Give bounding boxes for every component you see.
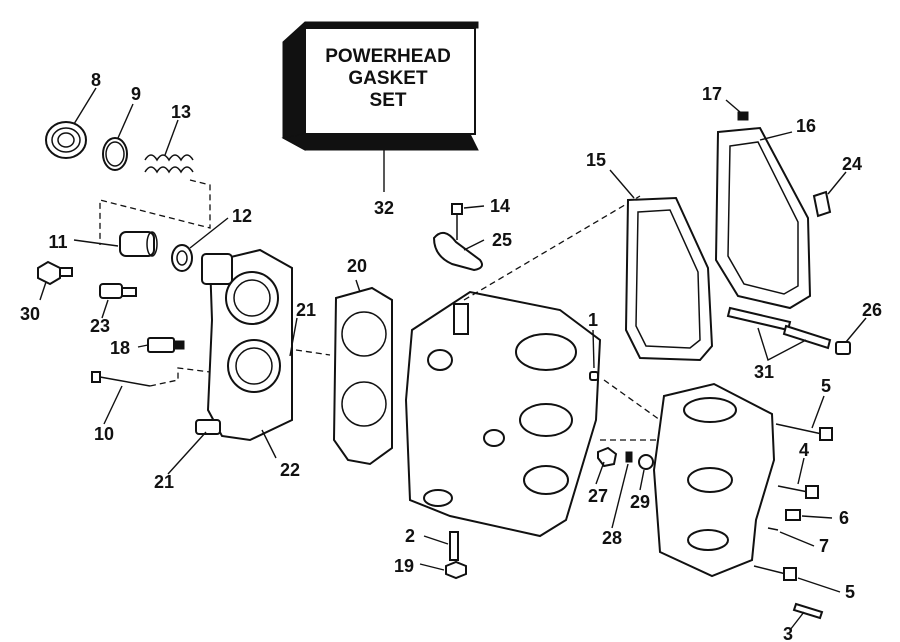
part-3-dowel bbox=[789, 602, 824, 631]
callout-labels: 8 9 13 32 12 11 30 23 18 10 21 21 22 20 … bbox=[20, 70, 882, 642]
callout-12: 12 bbox=[232, 206, 252, 226]
callout-2: 2 bbox=[405, 526, 415, 546]
part-28-washer bbox=[611, 451, 633, 529]
callout-19: 19 bbox=[394, 556, 414, 576]
part-31-tubes bbox=[726, 306, 832, 362]
callout-20: 20 bbox=[347, 256, 367, 276]
callout-1: 1 bbox=[588, 310, 598, 330]
callout-30: 30 bbox=[20, 304, 40, 324]
part-16-exhaust-cover bbox=[714, 126, 812, 310]
callout-29: 29 bbox=[630, 492, 650, 512]
part-19-nut bbox=[419, 560, 467, 580]
callout-11: 11 bbox=[48, 232, 67, 252]
part-18-sensor bbox=[137, 337, 185, 353]
part-4-bolt bbox=[777, 457, 819, 499]
part-14-bolt bbox=[451, 203, 485, 240]
part-17-screw bbox=[725, 99, 749, 121]
part-1-pin bbox=[589, 329, 599, 381]
alignment-line-2 bbox=[603, 379, 661, 421]
callout-22: 22 bbox=[280, 460, 300, 480]
part-22-cylinder-head bbox=[195, 248, 331, 459]
callout-23: 23 bbox=[90, 316, 110, 336]
box-line-3: SET bbox=[370, 90, 407, 111]
callout-6: 6 bbox=[839, 508, 849, 528]
alignment-line bbox=[463, 195, 641, 301]
crankcase-block bbox=[404, 290, 602, 538]
callout-32: 32 bbox=[374, 198, 394, 218]
part-29-nut bbox=[638, 454, 654, 491]
part-11-valve bbox=[73, 231, 158, 257]
part-26-fitting bbox=[835, 317, 867, 355]
callout-7: 7 bbox=[819, 536, 829, 556]
part-5-bolt-top bbox=[775, 395, 833, 441]
part-6-screw bbox=[785, 509, 833, 521]
part-25-lifting-eye bbox=[432, 231, 485, 272]
part-24-clip bbox=[812, 171, 847, 218]
part-23-fitting bbox=[99, 283, 137, 319]
callout-21-bottom: 21 bbox=[154, 472, 174, 492]
callout-5: 5 bbox=[821, 376, 831, 396]
gasket-set-box: POWERHEAD GASKET SET bbox=[281, 21, 479, 192]
lower-crankcase bbox=[652, 382, 776, 578]
part-2-stud bbox=[423, 531, 459, 561]
callout-8: 8 bbox=[91, 70, 101, 90]
callout-10: 10 bbox=[94, 424, 114, 444]
part-30-fitting bbox=[37, 260, 73, 301]
callout-21: 21 bbox=[296, 300, 316, 320]
box-line-2: GASKET bbox=[348, 68, 428, 89]
callout-5-bottom: 5 bbox=[845, 582, 855, 602]
callout-4: 4 bbox=[799, 440, 809, 460]
callout-17: 17 bbox=[702, 84, 722, 104]
leader-21-bottom bbox=[167, 431, 207, 475]
part-9-o-ring bbox=[102, 103, 134, 171]
part-12-seal bbox=[171, 217, 229, 272]
callout-9: 9 bbox=[131, 84, 141, 104]
part-5-bolt-bottom bbox=[753, 565, 841, 593]
part-13-spring bbox=[99, 119, 211, 245]
callout-13: 13 bbox=[171, 102, 191, 122]
callout-18: 18 bbox=[110, 338, 130, 358]
part-7-pin bbox=[767, 527, 815, 547]
part-20-head-gasket bbox=[332, 279, 393, 466]
callout-24: 24 bbox=[842, 154, 862, 174]
callout-31: 31 bbox=[754, 362, 774, 382]
callout-28: 28 bbox=[602, 528, 622, 548]
callout-16: 16 bbox=[796, 116, 816, 136]
callout-26: 26 bbox=[862, 300, 882, 320]
callout-14: 14 bbox=[490, 196, 510, 216]
callout-15: 15 bbox=[586, 150, 606, 170]
part-10-bolt bbox=[91, 367, 211, 425]
callout-25: 25 bbox=[492, 230, 512, 250]
part-8-housing-cap bbox=[45, 87, 97, 159]
part-15-exhaust-gasket bbox=[609, 169, 714, 362]
callout-3: 3 bbox=[783, 624, 793, 642]
leader-21-top bbox=[289, 317, 298, 357]
part-27-fitting bbox=[595, 439, 660, 485]
callout-27: 27 bbox=[588, 486, 608, 506]
box-line-1: POWERHEAD bbox=[325, 46, 451, 67]
